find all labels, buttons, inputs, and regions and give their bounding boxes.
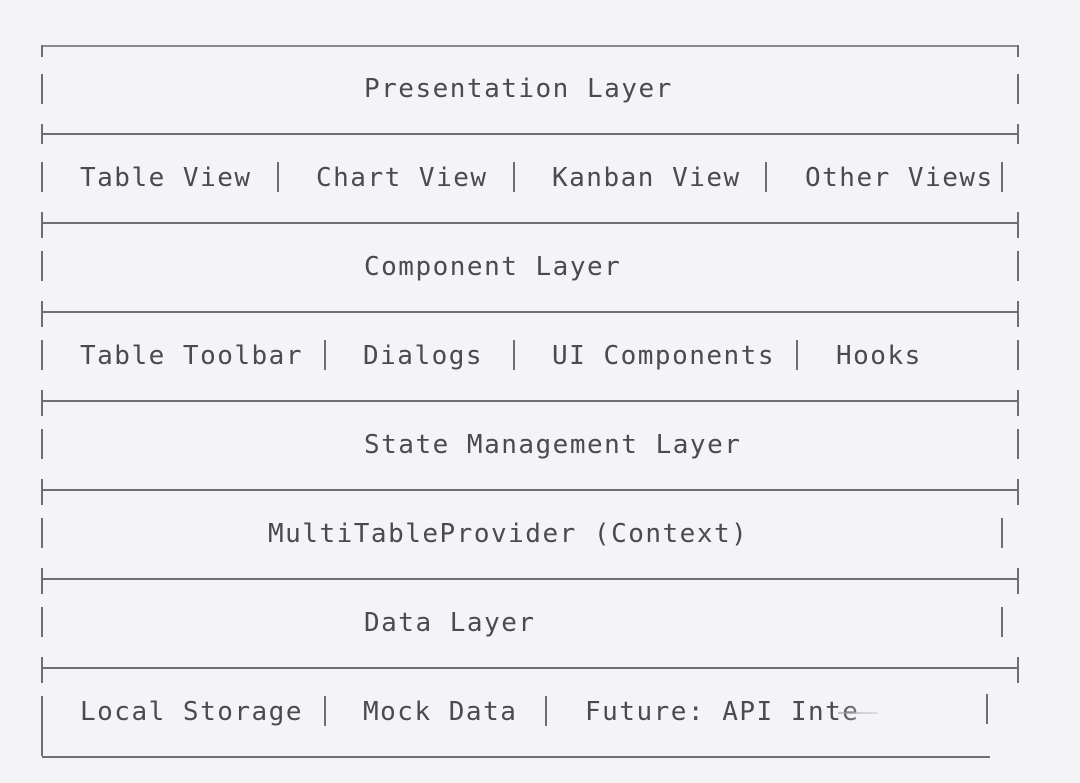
separator (42, 222, 1018, 224)
separator-tick-left (41, 479, 43, 505)
state-management-layer-title: State Management Layer (364, 430, 742, 460)
separator-tick-right (1017, 657, 1019, 683)
cell-divider (1001, 162, 1003, 192)
left-edge (41, 340, 43, 370)
future-api-label: Future: API Inte (585, 697, 860, 727)
separator-tick-right (1017, 124, 1019, 144)
data-layer-title: Data Layer (364, 608, 536, 638)
left-edge (41, 607, 43, 637)
right-edge (1017, 429, 1019, 459)
separator (42, 578, 1018, 580)
separator (42, 667, 1018, 669)
border-top (42, 45, 1018, 47)
separator (42, 400, 1018, 402)
corner-top-right (1017, 45, 1019, 57)
separator (42, 489, 1018, 491)
separator-tick-right (1017, 301, 1019, 327)
cell-divider (324, 696, 326, 726)
separator-tick-right (1017, 390, 1019, 416)
cell-divider (513, 340, 515, 370)
left-edge (41, 429, 43, 459)
table-toolbar-label: Table Toolbar (80, 341, 303, 371)
cell-divider (513, 162, 515, 192)
mock-data-label: Mock Data (363, 697, 518, 727)
truncation-fade (838, 692, 988, 732)
kanban-view-label: Kanban View (552, 163, 741, 193)
table-view-label: Table View (80, 163, 252, 193)
left-edge (41, 162, 43, 192)
right-edge (986, 694, 988, 724)
multi-table-provider-label: MultiTableProvider (Context) (268, 519, 749, 549)
left-edge (41, 251, 43, 281)
cell-divider (277, 162, 279, 192)
separator-tick-left (41, 124, 43, 144)
cell-divider (324, 340, 326, 370)
hooks-label: Hooks (836, 341, 922, 371)
separator (42, 311, 1018, 313)
dialogs-label: Dialogs (363, 341, 484, 371)
local-storage-label: Local Storage (80, 697, 303, 727)
component-layer-title: Component Layer (364, 252, 622, 282)
chart-view-label: Chart View (316, 163, 488, 193)
ui-components-label: UI Components (552, 341, 775, 371)
presentation-layer-title: Presentation Layer (364, 74, 673, 104)
right-edge (1001, 607, 1003, 637)
cell-divider (765, 162, 767, 192)
separator-tick-right (1017, 479, 1019, 505)
right-edge (1001, 518, 1003, 548)
corner-top-left (41, 45, 43, 57)
left-edge (41, 696, 43, 756)
other-views-label: Other Views (805, 163, 994, 193)
separator-tick-right (1017, 212, 1019, 238)
right-edge (1017, 340, 1019, 370)
left-edge (41, 74, 43, 104)
separator-tick-left (41, 657, 43, 683)
border-bottom (42, 756, 990, 758)
cell-divider (545, 696, 547, 726)
separator-tick-left (41, 568, 43, 594)
separator (42, 133, 1018, 135)
right-edge (1017, 251, 1019, 281)
left-edge (41, 518, 43, 548)
separator-tick-left (41, 212, 43, 238)
separator-tick-left (41, 390, 43, 416)
separator-tick-left (41, 301, 43, 327)
separator-tick-right (1017, 568, 1019, 594)
cell-divider (796, 340, 798, 370)
right-edge (1017, 74, 1019, 104)
